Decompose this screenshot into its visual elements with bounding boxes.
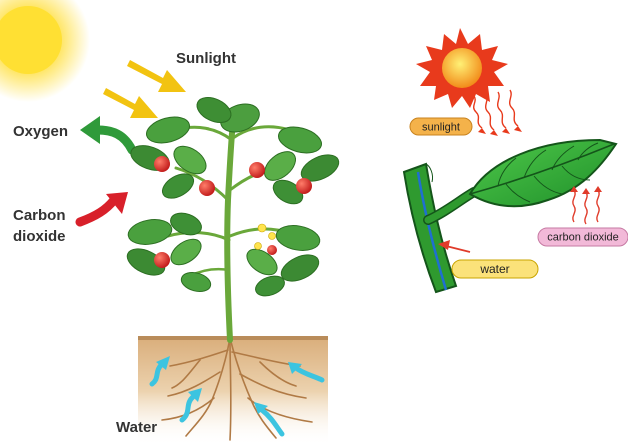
sun-icon xyxy=(0,0,90,102)
water-pill-label: water xyxy=(479,262,509,276)
sun-ray-arrowheads xyxy=(478,126,522,136)
water-pill: water xyxy=(452,260,538,278)
carbon-dioxide-label-line2: dioxide xyxy=(13,228,66,245)
sunlight-pill: sunlight xyxy=(410,118,472,135)
leaf-stem xyxy=(404,164,456,292)
carbon-dioxide-label-line1: Carbon xyxy=(13,207,66,224)
carbon-dioxide-pill: carbon dioxide xyxy=(538,228,628,246)
carbon-dioxide-arrow xyxy=(80,192,128,222)
carbon-dioxide-arrows xyxy=(573,190,599,224)
water-label: Water xyxy=(116,419,157,436)
oxygen-arrow xyxy=(80,116,132,150)
leaf-blade xyxy=(470,140,616,206)
plant-leaves xyxy=(123,92,343,299)
left-plant-diagram: Sunlight Oxygen Carbon dioxide xyxy=(0,0,343,445)
carbon-dioxide-pill-label: carbon dioxide xyxy=(547,232,619,244)
sunlight-pill-label: sunlight xyxy=(422,122,460,134)
sunlight-arrows xyxy=(103,60,186,118)
right-leaf-diagram: sunlight wa xyxy=(404,28,628,292)
oxygen-label: Oxygen xyxy=(13,123,68,140)
sun-icon xyxy=(416,28,508,108)
sunlight-label: Sunlight xyxy=(176,50,236,67)
